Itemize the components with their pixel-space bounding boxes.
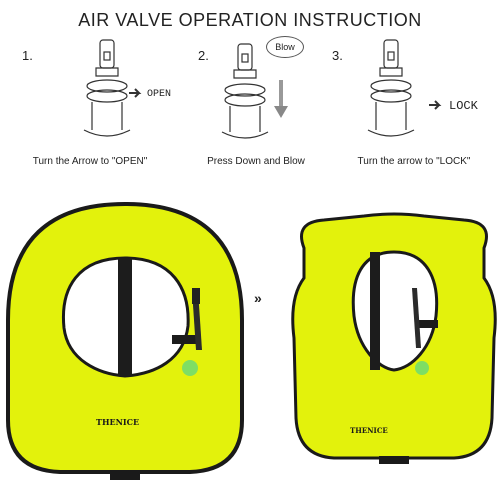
step-3-number: 3. [332,48,343,63]
deflated-vest-image [6,201,244,480]
lock-arrow-icon [429,100,442,110]
page-title: AIR VALVE OPERATION INSTRUCTION [78,10,422,30]
brand-logo-left: THENICE [96,417,140,427]
open-label: OPEN [147,89,172,100]
press-down-arrow-icon [274,80,288,118]
step-1-number: 1. [22,48,33,63]
step-3-caption: Turn the arrow to "LOCK" [357,156,471,167]
lock-label: LOCK [449,99,478,113]
step-1-caption: Turn the Arrow to "OPEN" [32,156,148,167]
inflated-vest-image [291,212,497,464]
valve-illustration-2 [221,43,269,139]
step-2-number: 2. [198,48,209,63]
brand-logo-right: THENICE [350,426,388,435]
valve-illustration-1 [83,39,131,137]
valve-illustration-3 [367,39,415,137]
step-2-caption: Press Down and Blow [207,156,305,167]
turn-arrow-icon [129,88,142,98]
blow-bubble: Blow [266,36,304,58]
transition-arrows-icon: » [254,290,262,306]
